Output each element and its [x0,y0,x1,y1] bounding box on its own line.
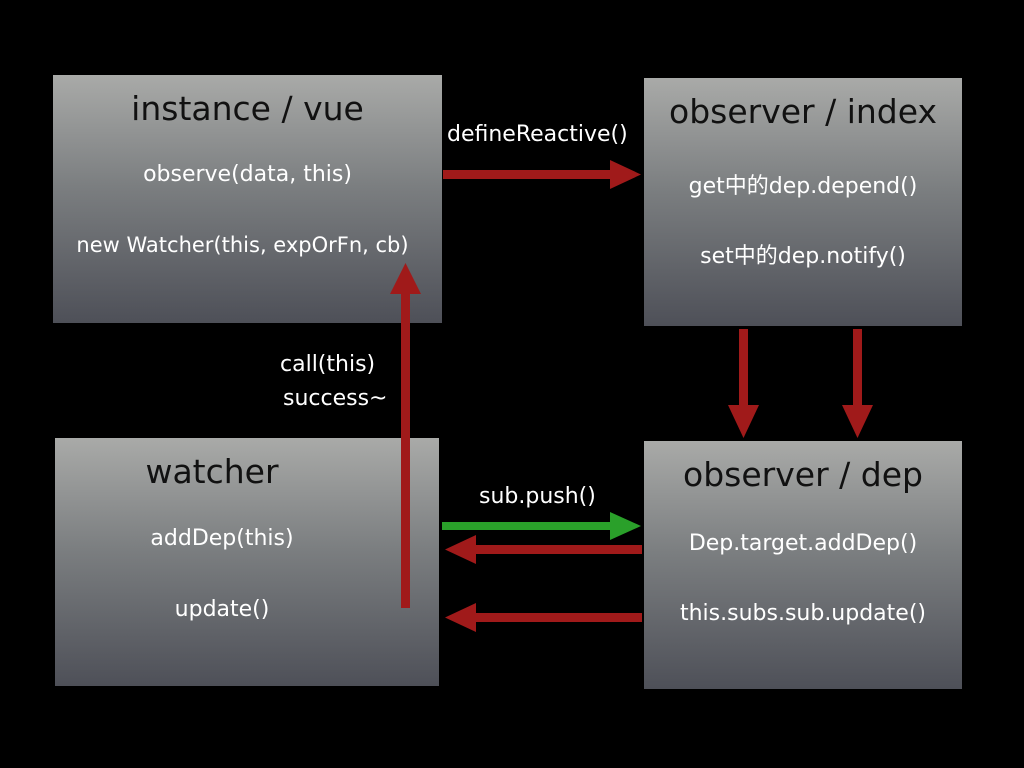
index-to-dep-arrow-right [842,329,873,438]
call-this-label: call(this) [280,352,376,377]
observer-index-box: observer / index get中的dep.depend() set中的… [644,78,962,326]
watcher-box: watcher addDep(this) update() [55,438,439,686]
update-text: update() [174,597,270,622]
instance-vue-box: instance / vue observe(data, this) new W… [53,75,442,323]
update-return-arrow [445,603,642,632]
observer-index-title: observer / index [669,92,937,131]
add-dep-text: addDep(this) [150,526,294,551]
watcher-title: watcher [145,452,279,491]
success-label: success~ [283,386,388,411]
define-reactive-arrow [443,160,641,189]
add-dep-return-arrow [445,535,642,564]
observer-dep-box: observer / dep Dep.target.addDep() this.… [644,441,962,689]
dep-depend-text: get中的dep.depend() [688,174,918,199]
instance-vue-title: instance / vue [131,89,364,128]
new-watcher-text: new Watcher(this, expOrFn, cb) [76,233,409,257]
sub-push-label: sub.push() [479,484,596,509]
dep-target-add-dep-text: Dep.target.addDep() [688,531,918,556]
sub-push-arrow [442,512,641,540]
observe-call-text: observe(data, this) [143,162,352,187]
define-reactive-label: defineReactive() [447,122,628,147]
call-this-arrow [390,263,421,608]
observer-dep-title: observer / dep [683,455,923,494]
subs-update-text: this.subs.sub.update() [679,601,926,626]
index-to-dep-arrow-left [728,329,759,438]
dep-notify-text: set中的dep.notify() [700,244,906,269]
